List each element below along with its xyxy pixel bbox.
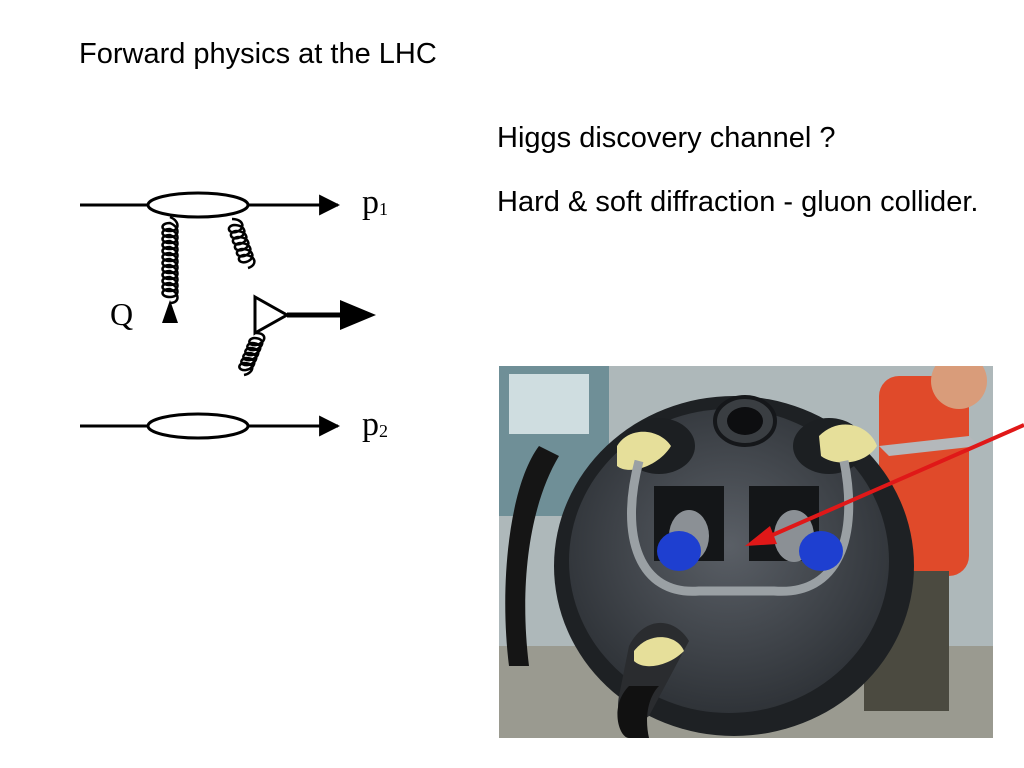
higgs-arrowhead	[340, 300, 376, 330]
insulation-left	[617, 431, 671, 470]
cable-left	[505, 446, 559, 666]
slide-title: Forward physics at the LHC	[79, 38, 437, 70]
gluon-left	[161, 215, 179, 305]
gluon-right-lower	[238, 331, 266, 377]
feynman-diagram: p1 p2 Q	[80, 184, 388, 443]
proton-blob-bottom	[146, 412, 250, 440]
blue-cap-right	[799, 531, 843, 571]
proton-blob-top	[146, 191, 250, 219]
blue-cap-left	[657, 531, 701, 571]
bullet-diffraction: Hard & soft diffraction - gluon collider…	[497, 186, 979, 218]
bullet-higgs: Higgs discovery channel ?	[497, 122, 836, 154]
cable-bottom	[617, 686, 659, 738]
person-head	[931, 366, 987, 409]
background-window	[509, 374, 589, 434]
tube-top-center-hole	[727, 407, 763, 435]
detector-photo	[499, 366, 993, 738]
q-arrow	[162, 300, 178, 323]
gluon-right-upper	[227, 217, 256, 270]
label-q: Q	[110, 296, 133, 332]
bullet-list: Higgs discovery channel ? Hard & soft di…	[497, 120, 997, 248]
higgs-vertex	[253, 294, 291, 336]
label-p2: p2	[362, 406, 388, 443]
label-p1: p1	[362, 184, 388, 221]
insulation-bottom	[634, 637, 684, 667]
